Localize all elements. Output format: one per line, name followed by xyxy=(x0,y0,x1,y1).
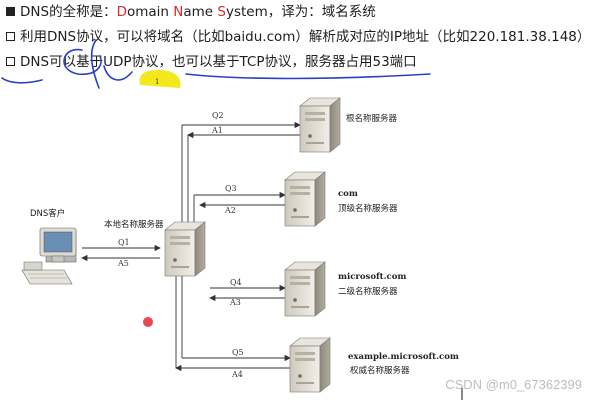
label-a1: A1 xyxy=(211,126,223,135)
label-q2: Q2 xyxy=(212,111,224,120)
second-level-server-label: microsoft.com xyxy=(338,272,406,282)
label-a3: A3 xyxy=(229,298,241,307)
label-q4: Q4 xyxy=(230,278,242,287)
hollow-square-bullet-icon xyxy=(6,57,15,66)
watermark: CSDN @m0_67362399 xyxy=(445,377,582,392)
label-a5: A5 xyxy=(117,259,129,268)
authoritative-server-sublabel: 权威名称服务器 xyxy=(350,365,410,376)
client-label: DNS客户 xyxy=(30,208,65,219)
solid-square-bullet-icon xyxy=(6,7,15,16)
tld-server-label: com xyxy=(338,189,358,199)
handwritten-ink-annotation xyxy=(1,39,431,89)
svg-text:1: 1 xyxy=(155,78,159,86)
label-q1: Q1 xyxy=(118,238,130,247)
second-level-server-icon xyxy=(284,261,326,317)
tld-server-icon xyxy=(284,171,326,227)
bullet-dns-fullname: DNS的全称是：Domain Name System，译为：域名系统 xyxy=(6,3,376,21)
label-a2: A2 xyxy=(224,206,236,215)
root-server-label: 根名称服务器 xyxy=(346,113,398,124)
authoritative-server-label: example.microsoft.com xyxy=(348,352,459,362)
query-answer-arrows xyxy=(81,121,301,372)
highlight-mark: 1 xyxy=(139,70,181,88)
label-q5: Q5 xyxy=(232,348,244,357)
local-server-icon xyxy=(164,221,206,277)
label-a4: A4 xyxy=(231,370,243,379)
second-level-server-sublabel: 二级名称服务器 xyxy=(338,286,398,297)
bullet-dns-resolve: 利用DNS协议，可以将域名（比如baidu.com）解析成对应的IP地址（比如2… xyxy=(6,28,590,46)
pointer-dot xyxy=(143,317,153,327)
tld-server-sublabel: 顶级名称服务器 xyxy=(338,203,398,214)
dns-client-computer-icon xyxy=(21,227,77,285)
hollow-square-bullet-icon xyxy=(6,32,15,41)
label-q3: Q3 xyxy=(225,184,237,193)
local-server-label: 本地名称服务器 xyxy=(104,219,164,230)
authoritative-server-icon xyxy=(289,337,331,393)
root-server-icon xyxy=(299,97,341,153)
bullet-dns-transport: DNS可以基于UDP协议，也可以基于TCP协议，服务器占用53端口 xyxy=(6,53,417,71)
